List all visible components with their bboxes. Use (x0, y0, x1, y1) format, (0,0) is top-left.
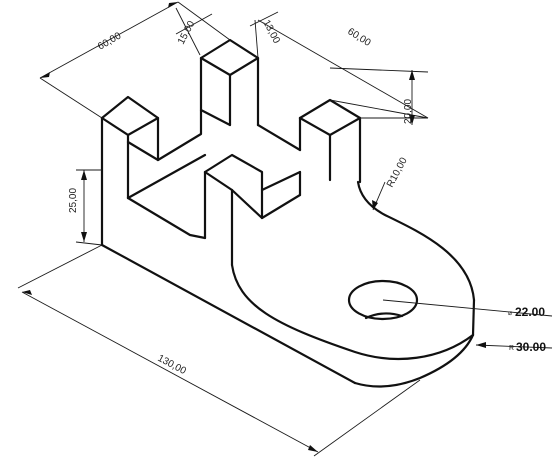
dim-fillet-radius: R10,00 (385, 155, 410, 189)
dim-top-width-right: 60,00 (345, 26, 372, 49)
dimension-lines (17, 1, 553, 457)
hole (347, 279, 419, 321)
dim-prong-height: 20,00 (403, 99, 414, 124)
dim-end-radius-symbol: R (509, 345, 514, 352)
dim-end-radius: 30.00 (516, 340, 546, 354)
dimension-labels: 60,00 15,00 13,00 60,00 20,00 R10,00 25,… (68, 18, 546, 377)
dim-hole-diameter: 22.00 (515, 305, 545, 319)
dim-total-length: 130,00 (156, 353, 189, 377)
part-body (100, 38, 476, 388)
dim-top-width-left: 60,00 (96, 30, 124, 52)
dim-hole-symbol: ⌀ (508, 310, 512, 317)
dim-base-height: 25,00 (68, 188, 79, 213)
